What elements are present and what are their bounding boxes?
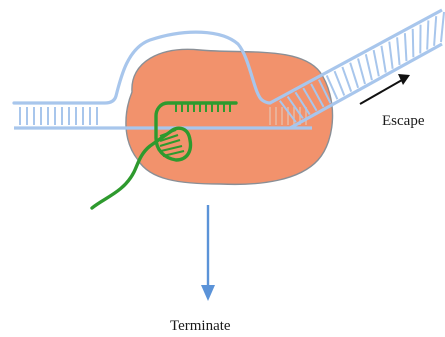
base-pair-rung [389, 42, 392, 69]
base-pair-rung [427, 20, 428, 49]
base-pair-rung [413, 29, 414, 57]
terminate-label: Terminate [170, 318, 231, 334]
escape-arrow [360, 74, 410, 104]
base-pair-rung [441, 12, 444, 42]
escape-label: Escape [382, 113, 425, 129]
base-pair-rung [381, 46, 385, 73]
base-pair-rung [350, 63, 358, 88]
dna-base-pairs-left [20, 107, 97, 125]
base-pair-rung [405, 33, 407, 61]
terminate-arrow [201, 205, 215, 301]
base-pair-rung [358, 59, 365, 85]
base-pair-rung [342, 67, 351, 92]
base-pair-rung [434, 16, 436, 46]
base-pair-rung [397, 37, 399, 65]
base-pair-rung [366, 54, 372, 80]
base-pair-rung [374, 50, 379, 76]
base-pair-rung [335, 71, 345, 95]
